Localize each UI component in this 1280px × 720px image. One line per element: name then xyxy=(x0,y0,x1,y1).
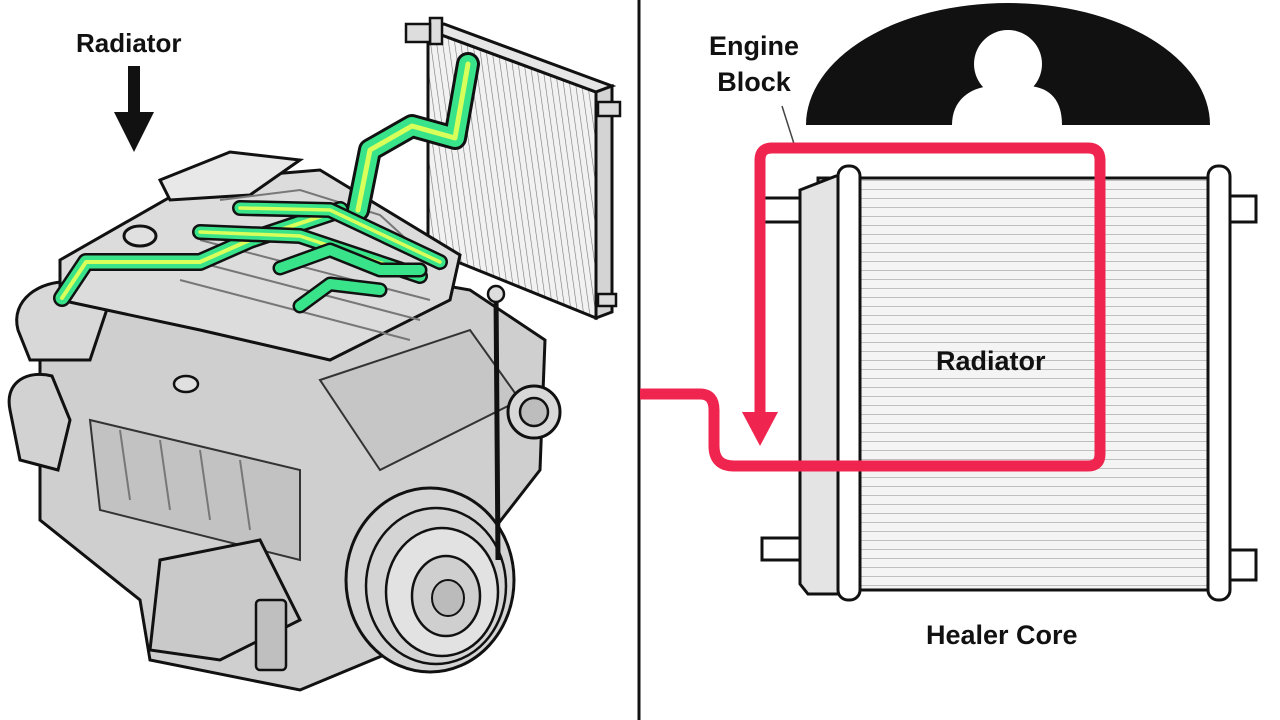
large-radiator-illustration xyxy=(760,164,1258,602)
radiator-label-right: Radiator xyxy=(936,346,1046,376)
radiator-label-left: Radiator xyxy=(76,28,182,58)
engine-block-label: Engine Block xyxy=(708,31,799,97)
person-silhouette-icon xyxy=(806,3,1210,125)
coolant-hoses xyxy=(53,52,480,314)
coolant-flow-path xyxy=(640,142,1106,472)
heater-core-label: Healer Core xyxy=(926,620,1078,650)
drive-belt xyxy=(493,291,501,561)
flow-arrow-icon xyxy=(742,412,778,446)
down-arrow-icon xyxy=(114,66,154,152)
crank-pulley-icon xyxy=(344,486,516,674)
